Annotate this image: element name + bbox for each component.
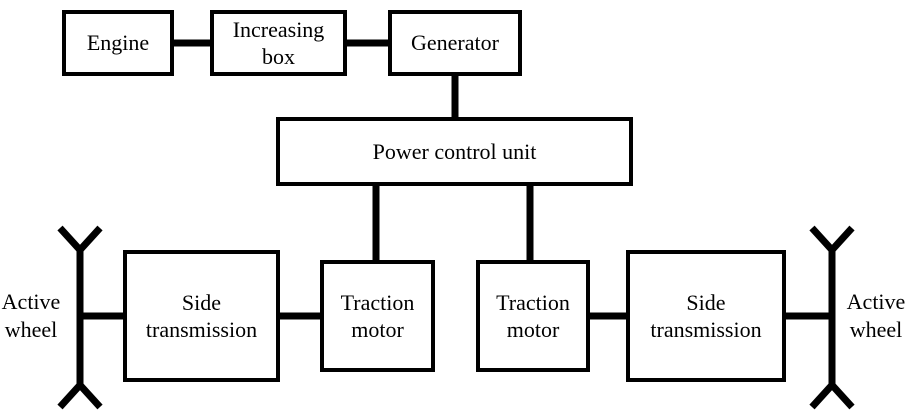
increasing-box-box: Increasing box [210,10,347,76]
power-control-unit-box: Power control unit [276,117,633,186]
side-transmission-left-box: Side transmission [123,250,280,382]
generator-box: Generator [388,10,522,76]
engine-box: Engine [62,10,174,76]
traction-motor-right-box: Traction motor [476,260,590,372]
wheel-left-icon [57,225,103,410]
active-wheel-right-label: Active wheel [846,289,906,342]
wheel-right-icon [809,225,855,410]
active-wheel-left-label: Active wheel [1,289,61,342]
side-transmission-right-box: Side transmission [626,250,786,382]
traction-motor-left-box: Traction motor [320,260,435,372]
